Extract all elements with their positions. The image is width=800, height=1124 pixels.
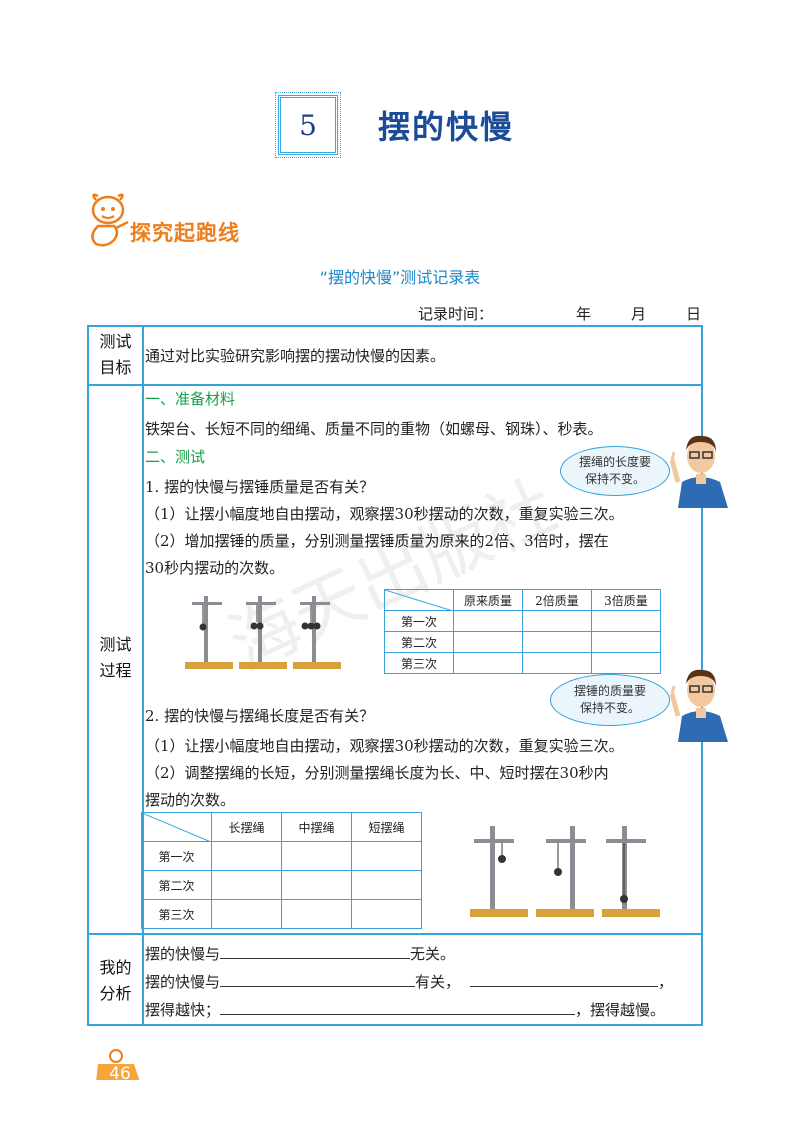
answer-blank[interactable]: [220, 972, 416, 987]
table-header: 中摆绳: [281, 812, 352, 842]
length-results-table: 长摆绳 中摆绳 短摆绳 第一次 第二次 第三次: [141, 812, 422, 929]
q2-step-2-cont: 摆动的次数。: [145, 791, 236, 809]
table-header: 原来质量: [453, 589, 523, 611]
analysis-label: 我的分析: [99, 958, 132, 1003]
table-cell[interactable]: [522, 610, 592, 632]
table-title: “摆的快慢”测试记录表: [319, 268, 481, 287]
table-header: 3倍质量: [591, 589, 661, 611]
speech-bubble-1: 摆绳的长度要保持不变。: [560, 446, 670, 496]
process-label: 测试过程: [99, 635, 132, 680]
table-cell[interactable]: [453, 610, 523, 632]
table-cell[interactable]: [351, 841, 422, 871]
section-label: 探究起跑线: [130, 221, 240, 245]
lesson-number-box: 5: [275, 92, 341, 158]
table-row-label: 第一次: [384, 610, 454, 632]
goal-label: 测试目标: [99, 332, 132, 377]
table-cell[interactable]: [591, 652, 661, 674]
table-cell[interactable]: [281, 870, 352, 900]
row-divider: [89, 933, 701, 935]
answer-blank[interactable]: [220, 944, 411, 959]
table-cell[interactable]: [591, 610, 661, 632]
materials-text: 铁架台、长短不同的细绳、质量不同的重物（如螺母、钢珠）、秒表。: [145, 420, 603, 438]
table-corner: [384, 589, 454, 611]
analysis-line-2: 摆的快慢与有关，，: [145, 972, 674, 991]
analysis-line-1: 摆的快慢与无关。: [145, 944, 456, 963]
question-1: 1. 摆的快慢与摆锤质量是否有关？: [145, 478, 375, 496]
table-cell[interactable]: [211, 870, 282, 900]
mass-results-table: 原来质量 2倍质量 3倍质量 第一次 第二次 第三次: [384, 589, 661, 674]
row-divider: [89, 384, 701, 386]
table-row-label: 第三次: [384, 652, 454, 674]
table-cell[interactable]: [453, 652, 523, 674]
q1-step-2-cont: 30秒内摆动的次数。: [145, 559, 285, 577]
q1-step-1: （1）让摆小幅度地自由摆动，观察摆30秒摆动的次数，重复实验三次。: [145, 505, 624, 523]
answer-blank[interactable]: [220, 1000, 576, 1015]
q2-step-1: （1）让摆小幅度地自由摆动，观察摆30秒摆动的次数，重复实验三次。: [145, 737, 624, 755]
table-cell[interactable]: [351, 899, 422, 929]
table-row-label: 第二次: [384, 631, 454, 653]
table-header: 短摆绳: [351, 812, 422, 842]
table-row-label: 第二次: [141, 870, 212, 900]
record-time: 记录时间：年月日: [418, 305, 702, 323]
lesson-title: 摆的快慢: [378, 108, 515, 146]
table-cell[interactable]: [211, 899, 282, 929]
q1-step-2: （2）增加摆锤的质量，分别测量摆锤质量为原来的2倍、3倍时，摆在: [145, 532, 609, 550]
table-cell[interactable]: [453, 631, 523, 653]
table-header: 2倍质量: [522, 589, 592, 611]
table-row-label: 第一次: [141, 841, 212, 871]
table-cell[interactable]: [211, 841, 282, 871]
table-corner: [141, 812, 212, 842]
teacher-icon: [670, 669, 728, 742]
lesson-number: 5: [299, 108, 317, 142]
materials-heading: 一、准备材料: [145, 390, 236, 408]
test-heading: 二、测试: [145, 448, 206, 466]
table-cell[interactable]: [591, 631, 661, 653]
table-cell[interactable]: [351, 870, 422, 900]
q2-step-2: （2）调整摆绳的长短，分别测量摆绳长度为长、中、短时摆在30秒内: [145, 764, 609, 782]
goal-text: 通过对比实验研究影响摆的摆动快慢的因素。: [145, 347, 446, 365]
pendulum-mass-illustration: [185, 596, 341, 669]
page-number: 46: [109, 1064, 131, 1084]
page-number-badge: [96, 1049, 140, 1080]
column-divider: [142, 327, 144, 1024]
teacher-icon: [670, 435, 728, 508]
speech-bubble-2: 摆锤的质量要保持不变。: [550, 674, 670, 726]
analysis-line-3: 摆得越快；，摆得越慢。: [145, 1000, 666, 1019]
table-cell[interactable]: [281, 899, 352, 929]
table-cell[interactable]: [522, 631, 592, 653]
pendulum-length-illustration: [470, 826, 660, 917]
question-2: 2. 摆的快慢与摆绳长度是否有关？: [145, 707, 375, 725]
table-row-label: 第三次: [141, 899, 212, 929]
table-header: 长摆绳: [211, 812, 282, 842]
answer-blank[interactable]: [470, 972, 659, 987]
mascot-icon: [91, 193, 129, 247]
table-cell[interactable]: [522, 652, 592, 674]
table-cell[interactable]: [281, 841, 352, 871]
